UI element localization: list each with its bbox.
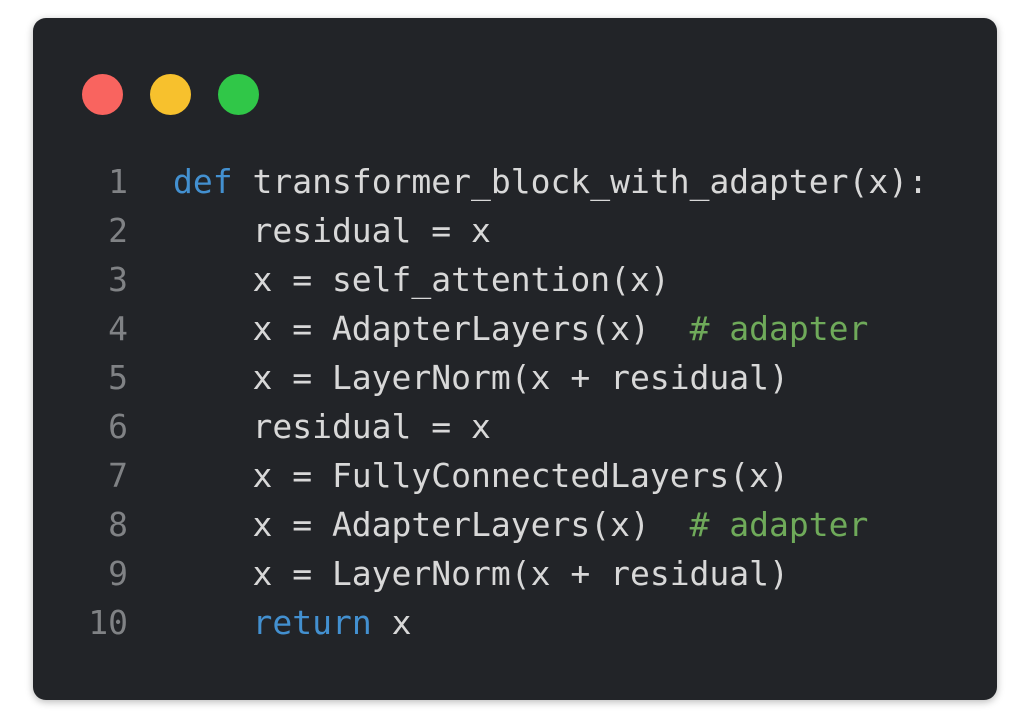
code-token-plain: x = AdapterLayers(x) — [173, 309, 690, 348]
code-text: def transformer_block_with_adapter(x): — [128, 157, 928, 206]
line-number: 9 — [108, 554, 128, 593]
code-text: x = self_attention(x) — [128, 255, 670, 304]
code-text: residual = x — [128, 402, 491, 451]
line-number: 4 — [108, 309, 128, 348]
code-token-keyword: def — [173, 162, 253, 201]
code-token-plain: x = FullyConnectedLayers(x) — [173, 456, 789, 495]
line-number: 7 — [108, 456, 128, 495]
code-token-plain: x = LayerNorm(x + residual) — [173, 358, 789, 397]
code-token-comment: # adapter — [689, 505, 869, 544]
code-token-plain: residual = x — [173, 407, 491, 446]
code-token-plain: x = self_attention(x) — [173, 260, 670, 299]
code-token-plain: x = LayerNorm(x + residual) — [173, 554, 789, 593]
code-token-plain: x = AdapterLayers(x) — [173, 505, 690, 544]
code-line: 4 x = AdapterLayers(x) # adapter — [33, 304, 997, 353]
line-number: 3 — [108, 260, 128, 299]
window-titlebar — [33, 18, 997, 115]
line-number: 5 — [108, 358, 128, 397]
code-line: 3 x = self_attention(x) — [33, 255, 997, 304]
code-text: x = LayerNorm(x + residual) — [128, 549, 789, 598]
line-number: 1 — [108, 162, 128, 201]
code-token-plain: x — [371, 603, 412, 642]
code-token-plain — [173, 603, 252, 642]
code-text: x = LayerNorm(x + residual) — [128, 353, 789, 402]
code-token-plain: transformer_block_with_adapter(x): — [252, 162, 928, 201]
line-number: 6 — [108, 407, 128, 446]
code-text: x = FullyConnectedLayers(x) — [128, 451, 789, 500]
code-text: x = AdapterLayers(x) # adapter — [128, 500, 868, 549]
code-text: residual = x — [128, 206, 491, 255]
close-button[interactable] — [82, 74, 123, 115]
code-line: 7 x = FullyConnectedLayers(x) — [33, 451, 997, 500]
line-number: 2 — [108, 211, 128, 250]
code-token-comment: # adapter — [689, 309, 869, 348]
code-line: 2 residual = x — [33, 206, 997, 255]
code-text: x = AdapterLayers(x) # adapter — [128, 304, 868, 353]
code-line: 9 x = LayerNorm(x + residual) — [33, 549, 997, 598]
code-line: 10 return x — [33, 598, 997, 647]
code-token-keyword: return — [252, 603, 372, 642]
code-line: 5 x = LayerNorm(x + residual) — [33, 353, 997, 402]
minimize-button[interactable] — [150, 74, 191, 115]
code-token-plain: residual = x — [173, 211, 491, 250]
code-text: return x — [128, 598, 411, 647]
code-line: 8 x = AdapterLayers(x) # adapter — [33, 500, 997, 549]
zoom-button[interactable] — [218, 74, 259, 115]
line-number: 8 — [108, 505, 128, 544]
code-line: 6 residual = x — [33, 402, 997, 451]
line-number: 10 — [88, 603, 128, 642]
